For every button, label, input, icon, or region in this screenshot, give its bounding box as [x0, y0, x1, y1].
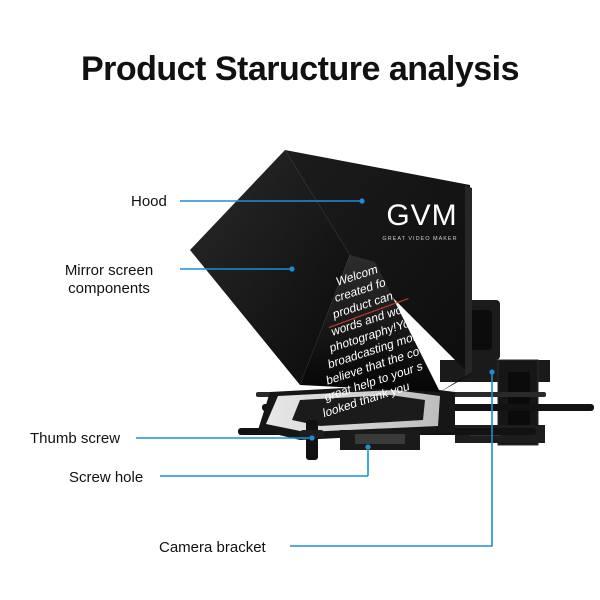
brand-tagline: GREAT VIDEO MAKER	[382, 236, 457, 242]
label-mirror-screen: Mirror screen components	[64, 262, 154, 297]
callout-dot	[309, 435, 315, 441]
callout-dot	[289, 266, 295, 272]
label-hood: Hood	[131, 193, 167, 210]
callout-camera-bracket	[290, 372, 493, 547]
callout-dot	[365, 444, 371, 450]
callout-lines	[136, 200, 493, 547]
label-camera-bracket: Camera bracket	[159, 539, 266, 556]
page-title: Product Staructure analysis	[80, 50, 520, 88]
reading-guide-line	[328, 297, 409, 329]
label-screw-hole: Screw hole	[69, 469, 144, 486]
callout-dot	[489, 369, 495, 375]
screen-text: Welcom created fo product can words and …	[322, 262, 424, 421]
callout-dots	[289, 198, 495, 450]
label-thumb-screw: Thumb screw	[30, 430, 121, 447]
hood	[190, 150, 472, 392]
callout-dot	[359, 198, 365, 204]
brand-logo: GVM	[386, 199, 457, 232]
